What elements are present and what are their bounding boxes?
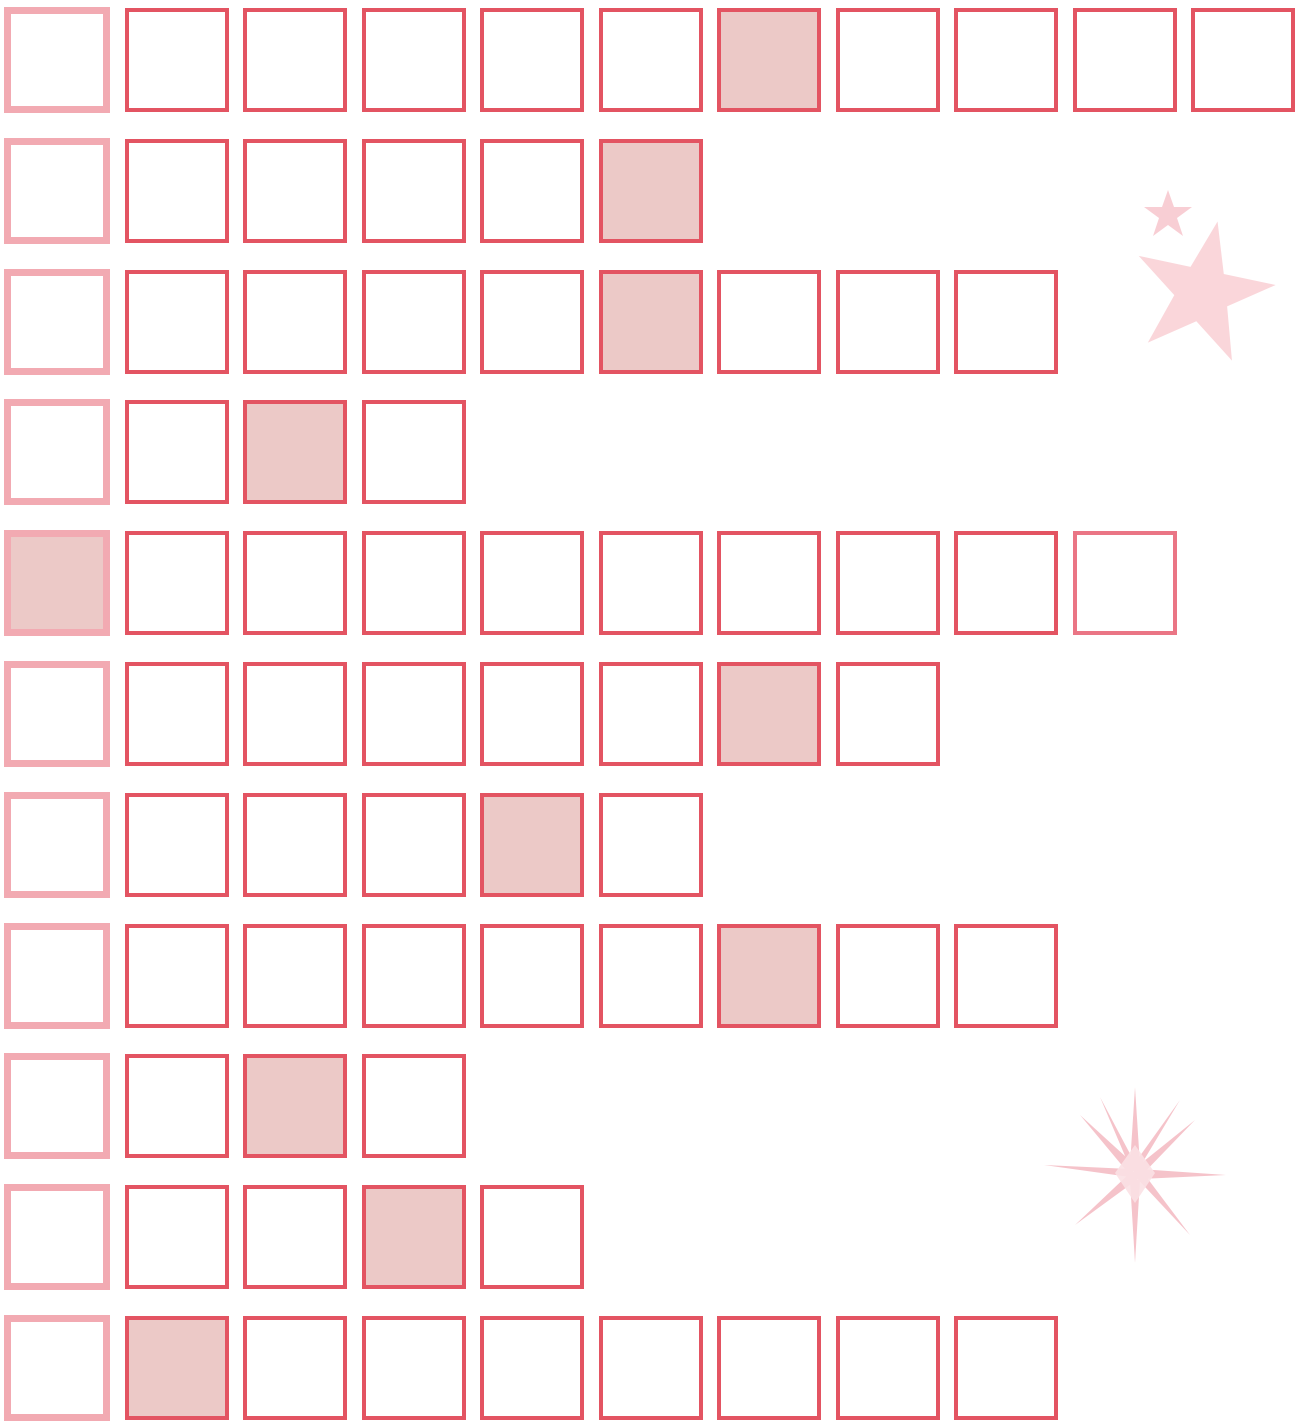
highlighted-letter-cell[interactable]	[480, 793, 584, 897]
letter-cell[interactable]	[243, 924, 347, 1028]
highlighted-letter-cell[interactable]	[362, 1185, 466, 1289]
letter-cell[interactable]	[954, 924, 1058, 1028]
letter-cell[interactable]	[362, 924, 466, 1028]
letter-cell[interactable]	[125, 924, 229, 1028]
letter-cell[interactable]	[243, 139, 347, 243]
letter-cell[interactable]	[954, 270, 1058, 374]
highlighted-letter-cell[interactable]	[4, 530, 110, 636]
letter-cell[interactable]	[362, 1054, 466, 1158]
letter-cell[interactable]	[4, 923, 110, 1029]
letter-cell[interactable]	[717, 531, 821, 635]
highlighted-letter-cell[interactable]	[125, 1316, 229, 1420]
letter-cell[interactable]	[1073, 8, 1177, 112]
letter-cell[interactable]	[836, 1316, 940, 1420]
highlighted-letter-cell[interactable]	[599, 270, 703, 374]
letter-cell[interactable]	[125, 1054, 229, 1158]
letter-cell[interactable]	[954, 8, 1058, 112]
letter-cell[interactable]	[480, 1316, 584, 1420]
highlighted-letter-cell[interactable]	[243, 400, 347, 504]
letter-cell[interactable]	[362, 8, 466, 112]
letter-cell[interactable]	[125, 270, 229, 374]
letter-cell[interactable]	[362, 400, 466, 504]
letter-cell[interactable]	[599, 793, 703, 897]
letter-cell[interactable]	[125, 400, 229, 504]
letter-cell[interactable]	[836, 270, 940, 374]
letter-cell[interactable]	[836, 924, 940, 1028]
letter-cell[interactable]	[243, 662, 347, 766]
letter-cell[interactable]	[4, 269, 110, 375]
letter-cell[interactable]	[599, 531, 703, 635]
letter-cell[interactable]	[480, 531, 584, 635]
letter-cell[interactable]	[836, 662, 940, 766]
letter-cell[interactable]	[125, 793, 229, 897]
letter-cell[interactable]	[4, 1184, 110, 1290]
letter-cell[interactable]	[243, 1316, 347, 1420]
letter-cell[interactable]	[362, 139, 466, 243]
letter-cell[interactable]	[243, 270, 347, 374]
letter-cell[interactable]	[362, 270, 466, 374]
letter-cell[interactable]	[362, 793, 466, 897]
letter-cell[interactable]	[362, 662, 466, 766]
letter-cell[interactable]	[125, 139, 229, 243]
letter-cell[interactable]	[243, 531, 347, 635]
letter-cell[interactable]	[717, 270, 821, 374]
letter-cell[interactable]	[125, 1185, 229, 1289]
letter-cell[interactable]	[480, 662, 584, 766]
highlighted-letter-cell[interactable]	[243, 1054, 347, 1158]
letter-cell[interactable]	[125, 531, 229, 635]
letter-cell[interactable]	[125, 8, 229, 112]
highlighted-letter-cell[interactable]	[717, 662, 821, 766]
letter-cell[interactable]	[243, 793, 347, 897]
letter-cell[interactable]	[954, 1316, 1058, 1420]
letter-cell[interactable]	[362, 1316, 466, 1420]
letter-cell[interactable]	[480, 139, 584, 243]
letter-cell[interactable]	[4, 661, 110, 767]
letter-cell[interactable]	[125, 662, 229, 766]
letter-cell[interactable]	[480, 1185, 584, 1289]
letter-cell[interactable]	[480, 924, 584, 1028]
letter-cell[interactable]	[4, 792, 110, 898]
letter-cell[interactable]	[243, 8, 347, 112]
letter-cell[interactable]	[4, 1053, 110, 1159]
letter-cell[interactable]	[599, 924, 703, 1028]
letter-cell[interactable]	[599, 1316, 703, 1420]
letter-cell[interactable]	[4, 7, 110, 113]
letter-cell[interactable]	[362, 531, 466, 635]
letter-cell[interactable]	[1191, 8, 1295, 112]
letter-cell[interactable]	[480, 8, 584, 112]
letter-cell[interactable]	[1073, 531, 1177, 635]
letter-cell[interactable]	[954, 531, 1058, 635]
letter-cell[interactable]	[599, 8, 703, 112]
letter-cell[interactable]	[717, 1316, 821, 1420]
letter-cell[interactable]	[836, 531, 940, 635]
letter-cell[interactable]	[243, 1185, 347, 1289]
highlighted-letter-cell[interactable]	[717, 8, 821, 112]
letter-cell[interactable]	[4, 138, 110, 244]
highlighted-letter-cell[interactable]	[717, 924, 821, 1028]
letter-cell[interactable]	[4, 399, 110, 505]
letter-cell[interactable]	[480, 270, 584, 374]
letter-cell[interactable]	[836, 8, 940, 112]
letter-cell[interactable]	[4, 1315, 110, 1421]
highlighted-letter-cell[interactable]	[599, 139, 703, 243]
letter-cell[interactable]	[599, 662, 703, 766]
